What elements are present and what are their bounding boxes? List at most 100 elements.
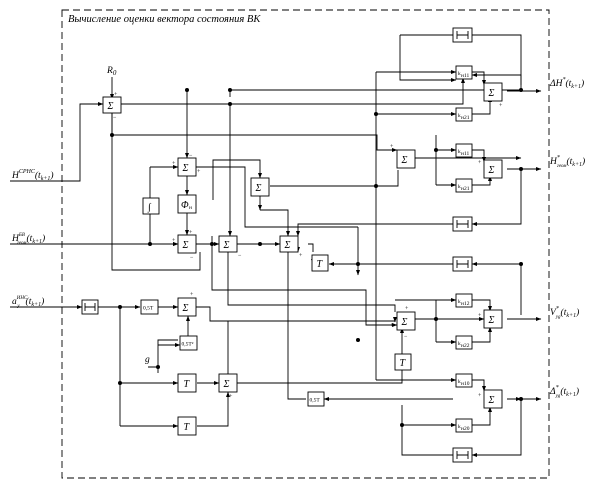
svg-text:0,5T²: 0,5T² <box>182 342 194 348</box>
sum-block-h-out: Σ <box>483 159 503 179</box>
sum-block-accel: Σ <box>177 297 197 317</box>
svg-text:н10: н10 <box>461 381 470 387</box>
svg-text:+: + <box>190 292 194 298</box>
svg-text:V*yg(tk+1): V*yg(tk+1) <box>550 306 579 320</box>
svg-text:−: − <box>238 253 242 259</box>
junction-dots <box>110 88 523 427</box>
svg-text:н11: н11 <box>461 73 469 79</box>
svg-text:k: k <box>458 113 461 119</box>
svg-text:ΔH*(tk+1): ΔH*(tk+1) <box>549 77 584 90</box>
hold-block-mid <box>452 216 473 232</box>
svg-text:k: k <box>458 379 461 385</box>
hold-block-v <box>452 256 473 272</box>
svg-text:+: + <box>172 161 176 167</box>
sum-block-center: Σ <box>218 235 238 253</box>
svg-text:−: − <box>189 153 193 159</box>
svg-text:k: k <box>458 184 461 190</box>
svg-text:Σ: Σ <box>223 240 230 251</box>
svg-text:+: + <box>478 160 482 166</box>
svg-text:k: k <box>458 149 461 155</box>
svg-text:0,5T: 0,5T <box>310 398 321 404</box>
svg-text:Σ: Σ <box>255 183 262 194</box>
svg-text:+: + <box>189 230 193 236</box>
sum-block-mid: Σ <box>250 177 270 197</box>
svg-text:H*геом(tk+1): H*геом(tk+1) <box>549 155 585 169</box>
svg-text:+: + <box>478 393 482 399</box>
svg-text:g: g <box>145 355 150 365</box>
svg-text:Σ: Σ <box>401 317 408 328</box>
svg-text:−: − <box>190 255 194 261</box>
svg-text:−: − <box>113 115 117 121</box>
svg-text:Σ: Σ <box>182 163 189 174</box>
sum-block-dh-out: Σ <box>483 82 503 102</box>
svg-text:∫: ∫ <box>147 202 152 213</box>
output-label-delta-yg: Δ*yg(tk+1) <box>549 385 579 399</box>
svg-text:Σ: Σ <box>488 395 495 406</box>
input-label-r0: R0 <box>106 66 117 77</box>
svg-text:Σ: Σ <box>284 240 291 251</box>
svg-text:k: k <box>458 341 461 347</box>
svg-text:+: + <box>172 238 176 244</box>
sum-block-r0: Σ <box>102 96 122 114</box>
svg-text:HСРНС(tk+1): HСРНС(tk+1) <box>11 169 54 182</box>
svg-text:T: T <box>400 358 407 369</box>
sum-block-geom: Σ <box>177 234 197 254</box>
svg-text:+: + <box>390 323 394 329</box>
svg-text:k: k <box>458 71 461 77</box>
svg-text:н21: н21 <box>461 186 470 192</box>
svg-text:Σ: Σ <box>182 303 189 314</box>
svg-text:T: T <box>184 379 191 390</box>
sum-block-v-out: Σ <box>483 309 503 329</box>
sum-signs: + − + + − + + − − + + + + − + + + + + + <box>113 92 503 400</box>
svg-text:−: − <box>404 334 408 340</box>
svg-text:+: + <box>499 103 503 109</box>
svg-text:н: н <box>189 205 192 211</box>
svg-text:+: + <box>114 92 118 98</box>
t-delay-block-3: T <box>311 254 329 272</box>
svg-text:Σ: Σ <box>488 165 495 176</box>
svg-text:+: + <box>405 306 409 312</box>
diagram-title: Вычисление оценки вектора состояния ВК <box>68 14 261 25</box>
svg-text:R0: R0 <box>106 66 117 77</box>
sum-block-dh-left: Σ <box>396 149 416 169</box>
svg-text:T: T <box>184 422 191 433</box>
svg-text:н20: н20 <box>461 426 470 432</box>
svg-text:+: + <box>229 394 233 400</box>
sum-block-lower: Σ <box>218 373 238 393</box>
output-label-v-yg: V*yg(tk+1) <box>550 306 579 320</box>
half-t-block-2: 0,5T <box>307 391 325 407</box>
svg-text:Δ*yg(tk+1): Δ*yg(tk+1) <box>549 385 579 399</box>
hold-block-top <box>452 27 473 43</box>
svg-text:+: + <box>478 313 482 319</box>
svg-text:н12: н12 <box>461 301 470 307</box>
svg-text:н21: н21 <box>461 115 470 121</box>
t-delay-block-2: T <box>177 416 197 436</box>
svg-text:+: + <box>299 253 303 259</box>
t-delay-block-4: T <box>394 353 412 371</box>
t-delay-block-1: T <box>177 373 197 393</box>
half-t2-block: 0,5T² <box>179 335 198 351</box>
sum-block-delta-out: Σ <box>483 389 503 409</box>
svg-text:н11: н11 <box>461 151 469 157</box>
svg-text:0,5T: 0,5T <box>143 306 154 312</box>
svg-text:k: k <box>458 424 461 430</box>
svg-text:k: k <box>458 299 461 305</box>
integrator-block: ∫ <box>142 197 160 215</box>
signal-lines <box>10 34 542 458</box>
input-label-h-srns: HСРНС(tk+1) <box>11 169 54 182</box>
svg-text:T: T <box>317 259 324 270</box>
